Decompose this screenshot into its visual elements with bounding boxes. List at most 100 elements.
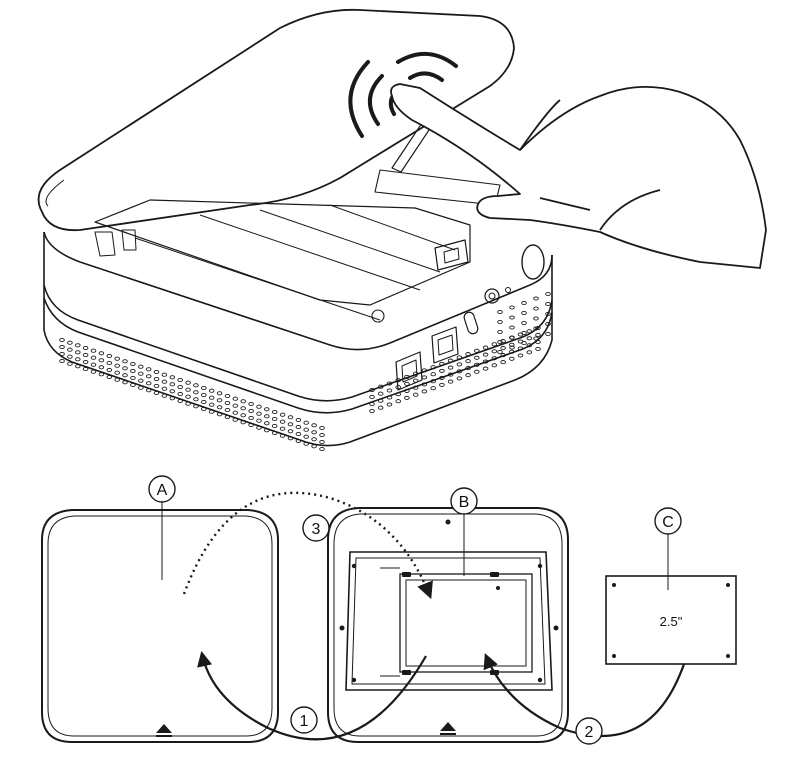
- vent-hole: [232, 417, 239, 422]
- vent-hole: [264, 414, 270, 419]
- vent-hole: [271, 430, 278, 436]
- vent-hole: [404, 381, 410, 386]
- callout-c: C: [654, 507, 682, 535]
- vent-hole: [295, 417, 302, 423]
- vent-hole: [295, 431, 302, 437]
- vent-hole: [545, 311, 551, 317]
- callout-a-label: A: [157, 482, 168, 499]
- vent-hole: [377, 384, 384, 389]
- vent-hole: [509, 335, 515, 340]
- vent-hole: [82, 345, 89, 351]
- vent-hole: [521, 330, 527, 336]
- vent-hole: [287, 436, 294, 441]
- vent-hole: [271, 409, 278, 415]
- vent-hole: [114, 370, 120, 375]
- vent-hole: [545, 291, 551, 297]
- vent-hole: [500, 353, 506, 358]
- vent-hole: [193, 397, 199, 402]
- vent-hole: [500, 339, 506, 344]
- vent-hole: [319, 439, 325, 445]
- vent-hole: [106, 374, 113, 380]
- vent-hole: [491, 356, 498, 361]
- vent-hole: [82, 366, 89, 372]
- vent-hole: [430, 386, 436, 391]
- vent-hole: [82, 352, 89, 358]
- vent-hole: [311, 444, 317, 449]
- vent-hole: [421, 382, 428, 387]
- vent-hole: [90, 355, 97, 360]
- eject-icon: [156, 724, 172, 737]
- vent-hole: [517, 346, 524, 351]
- vent-hole: [232, 410, 239, 415]
- vent-hole: [369, 408, 375, 414]
- vent-hole: [59, 344, 65, 350]
- vent-hole: [482, 352, 489, 357]
- vent-hole: [447, 358, 454, 363]
- vent-hole: [75, 364, 81, 369]
- vent-hole: [521, 340, 527, 346]
- vent-hole: [59, 358, 65, 364]
- eject-icon: [440, 722, 456, 735]
- vent-hole: [533, 316, 539, 321]
- vent-hole: [491, 349, 498, 354]
- arrow-step-1: [197, 650, 427, 741]
- vent-hole: [67, 354, 73, 359]
- vent-hole: [287, 422, 294, 427]
- vent-hole: [430, 365, 436, 370]
- vent-hole: [287, 415, 294, 420]
- vent-hole: [216, 412, 223, 417]
- vent-hole: [67, 340, 73, 345]
- vent-hole: [474, 362, 480, 367]
- vent-hole: [474, 348, 480, 353]
- drive-size-label: 2.5": [660, 614, 683, 629]
- vent-hole: [153, 369, 160, 375]
- vent-hole: [264, 421, 270, 426]
- vent-hole: [248, 401, 254, 407]
- vent-hole: [474, 369, 480, 374]
- vent-hole: [216, 398, 223, 403]
- vent-hole: [145, 388, 152, 393]
- step-2-label: 2: [585, 724, 594, 741]
- vent-hole: [377, 391, 384, 396]
- vent-hole: [208, 395, 215, 400]
- step-3-marker: 3: [302, 514, 330, 542]
- vent-hole: [395, 378, 401, 383]
- vent-hole: [59, 351, 65, 357]
- vent-hole: [497, 329, 503, 335]
- vent-hole: [177, 384, 183, 390]
- vent-hole: [386, 381, 393, 386]
- vent-hole: [145, 367, 152, 372]
- vent-hole: [130, 382, 136, 388]
- vent-hole: [456, 362, 463, 367]
- vent-hole: [303, 420, 309, 425]
- vent-hole: [303, 441, 309, 446]
- vent-hole: [412, 385, 419, 390]
- vent-hole: [201, 385, 207, 391]
- vent-hole: [98, 358, 105, 363]
- callout-b-label: B: [459, 494, 470, 511]
- vent-hole: [67, 361, 73, 366]
- vent-hole: [439, 382, 445, 387]
- vent-hole: [177, 377, 183, 383]
- callout-c-label: C: [662, 514, 674, 531]
- vent-hole: [386, 402, 393, 407]
- vent-hole: [161, 386, 168, 391]
- vent-hole: [90, 348, 97, 353]
- vent-hole: [271, 423, 278, 429]
- vent-hole: [482, 345, 489, 350]
- vent-hole: [526, 350, 533, 355]
- vent-hole: [82, 359, 89, 365]
- vent-hole: [98, 372, 105, 377]
- vent-hole: [447, 379, 454, 384]
- vent-hole: [224, 400, 231, 406]
- vent-hole: [161, 379, 168, 384]
- vent-hole: [535, 332, 541, 338]
- vent-hole: [509, 349, 515, 354]
- vent-hole: [138, 371, 144, 376]
- vent-hole: [521, 300, 527, 306]
- vent-hole: [533, 306, 539, 311]
- vent-hole: [369, 401, 375, 407]
- vent-hole: [377, 398, 384, 403]
- arrow-step-2: [483, 653, 686, 737]
